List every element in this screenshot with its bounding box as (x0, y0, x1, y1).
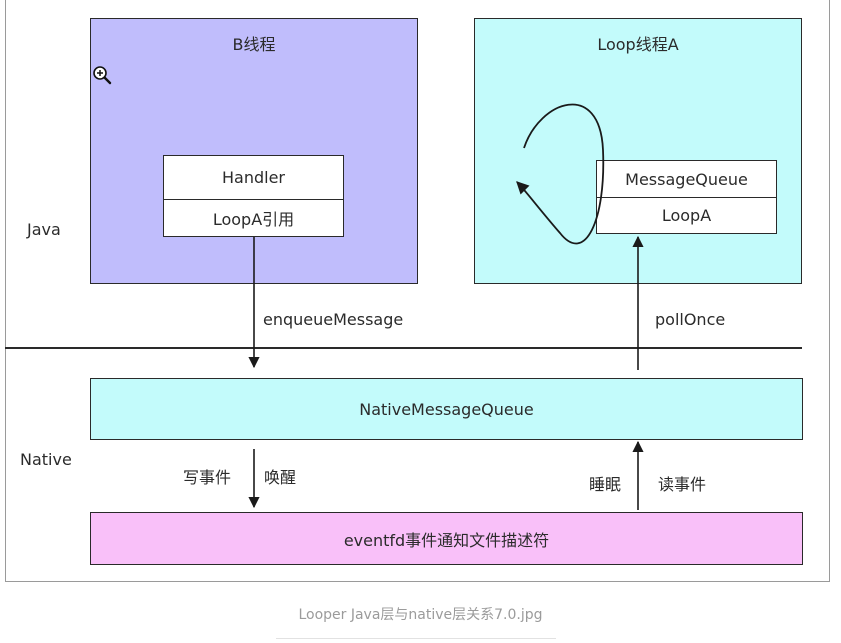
write-event-label: 写事件 (183, 468, 232, 487)
loop-ref-box: LoopA引用 (163, 199, 344, 237)
poll-once-label: pollOnce (655, 310, 726, 329)
handler-box: Handler (163, 155, 344, 200)
loop-a-box: LoopA (596, 197, 777, 234)
native-layer-label: Native (20, 450, 72, 469)
eventfd-box: eventfd事件通知文件描述符 (90, 512, 803, 565)
enqueue-message-label: enqueueMessage (263, 310, 404, 329)
read-event-label: 读事件 (658, 475, 707, 494)
image-caption: Looper Java层与native层关系7.0.jpg (298, 607, 543, 623)
sleep-label: 睡眠 (589, 475, 622, 494)
thread-a-title: Loop线程A (597, 35, 679, 54)
wake-label: 唤醒 (264, 468, 297, 487)
thread-a-panel: Loop线程A (474, 18, 802, 284)
native-message-queue-box: NativeMessageQueue (90, 378, 803, 440)
message-queue-box: MessageQueue (596, 160, 777, 198)
zoom-in-icon (93, 66, 112, 85)
thread-b-panel: B线程 (90, 18, 418, 284)
caption-underline (276, 638, 556, 639)
layer-divider (5, 347, 802, 349)
thread-b-title: B线程 (232, 35, 276, 54)
java-layer-label: Java (27, 220, 61, 239)
